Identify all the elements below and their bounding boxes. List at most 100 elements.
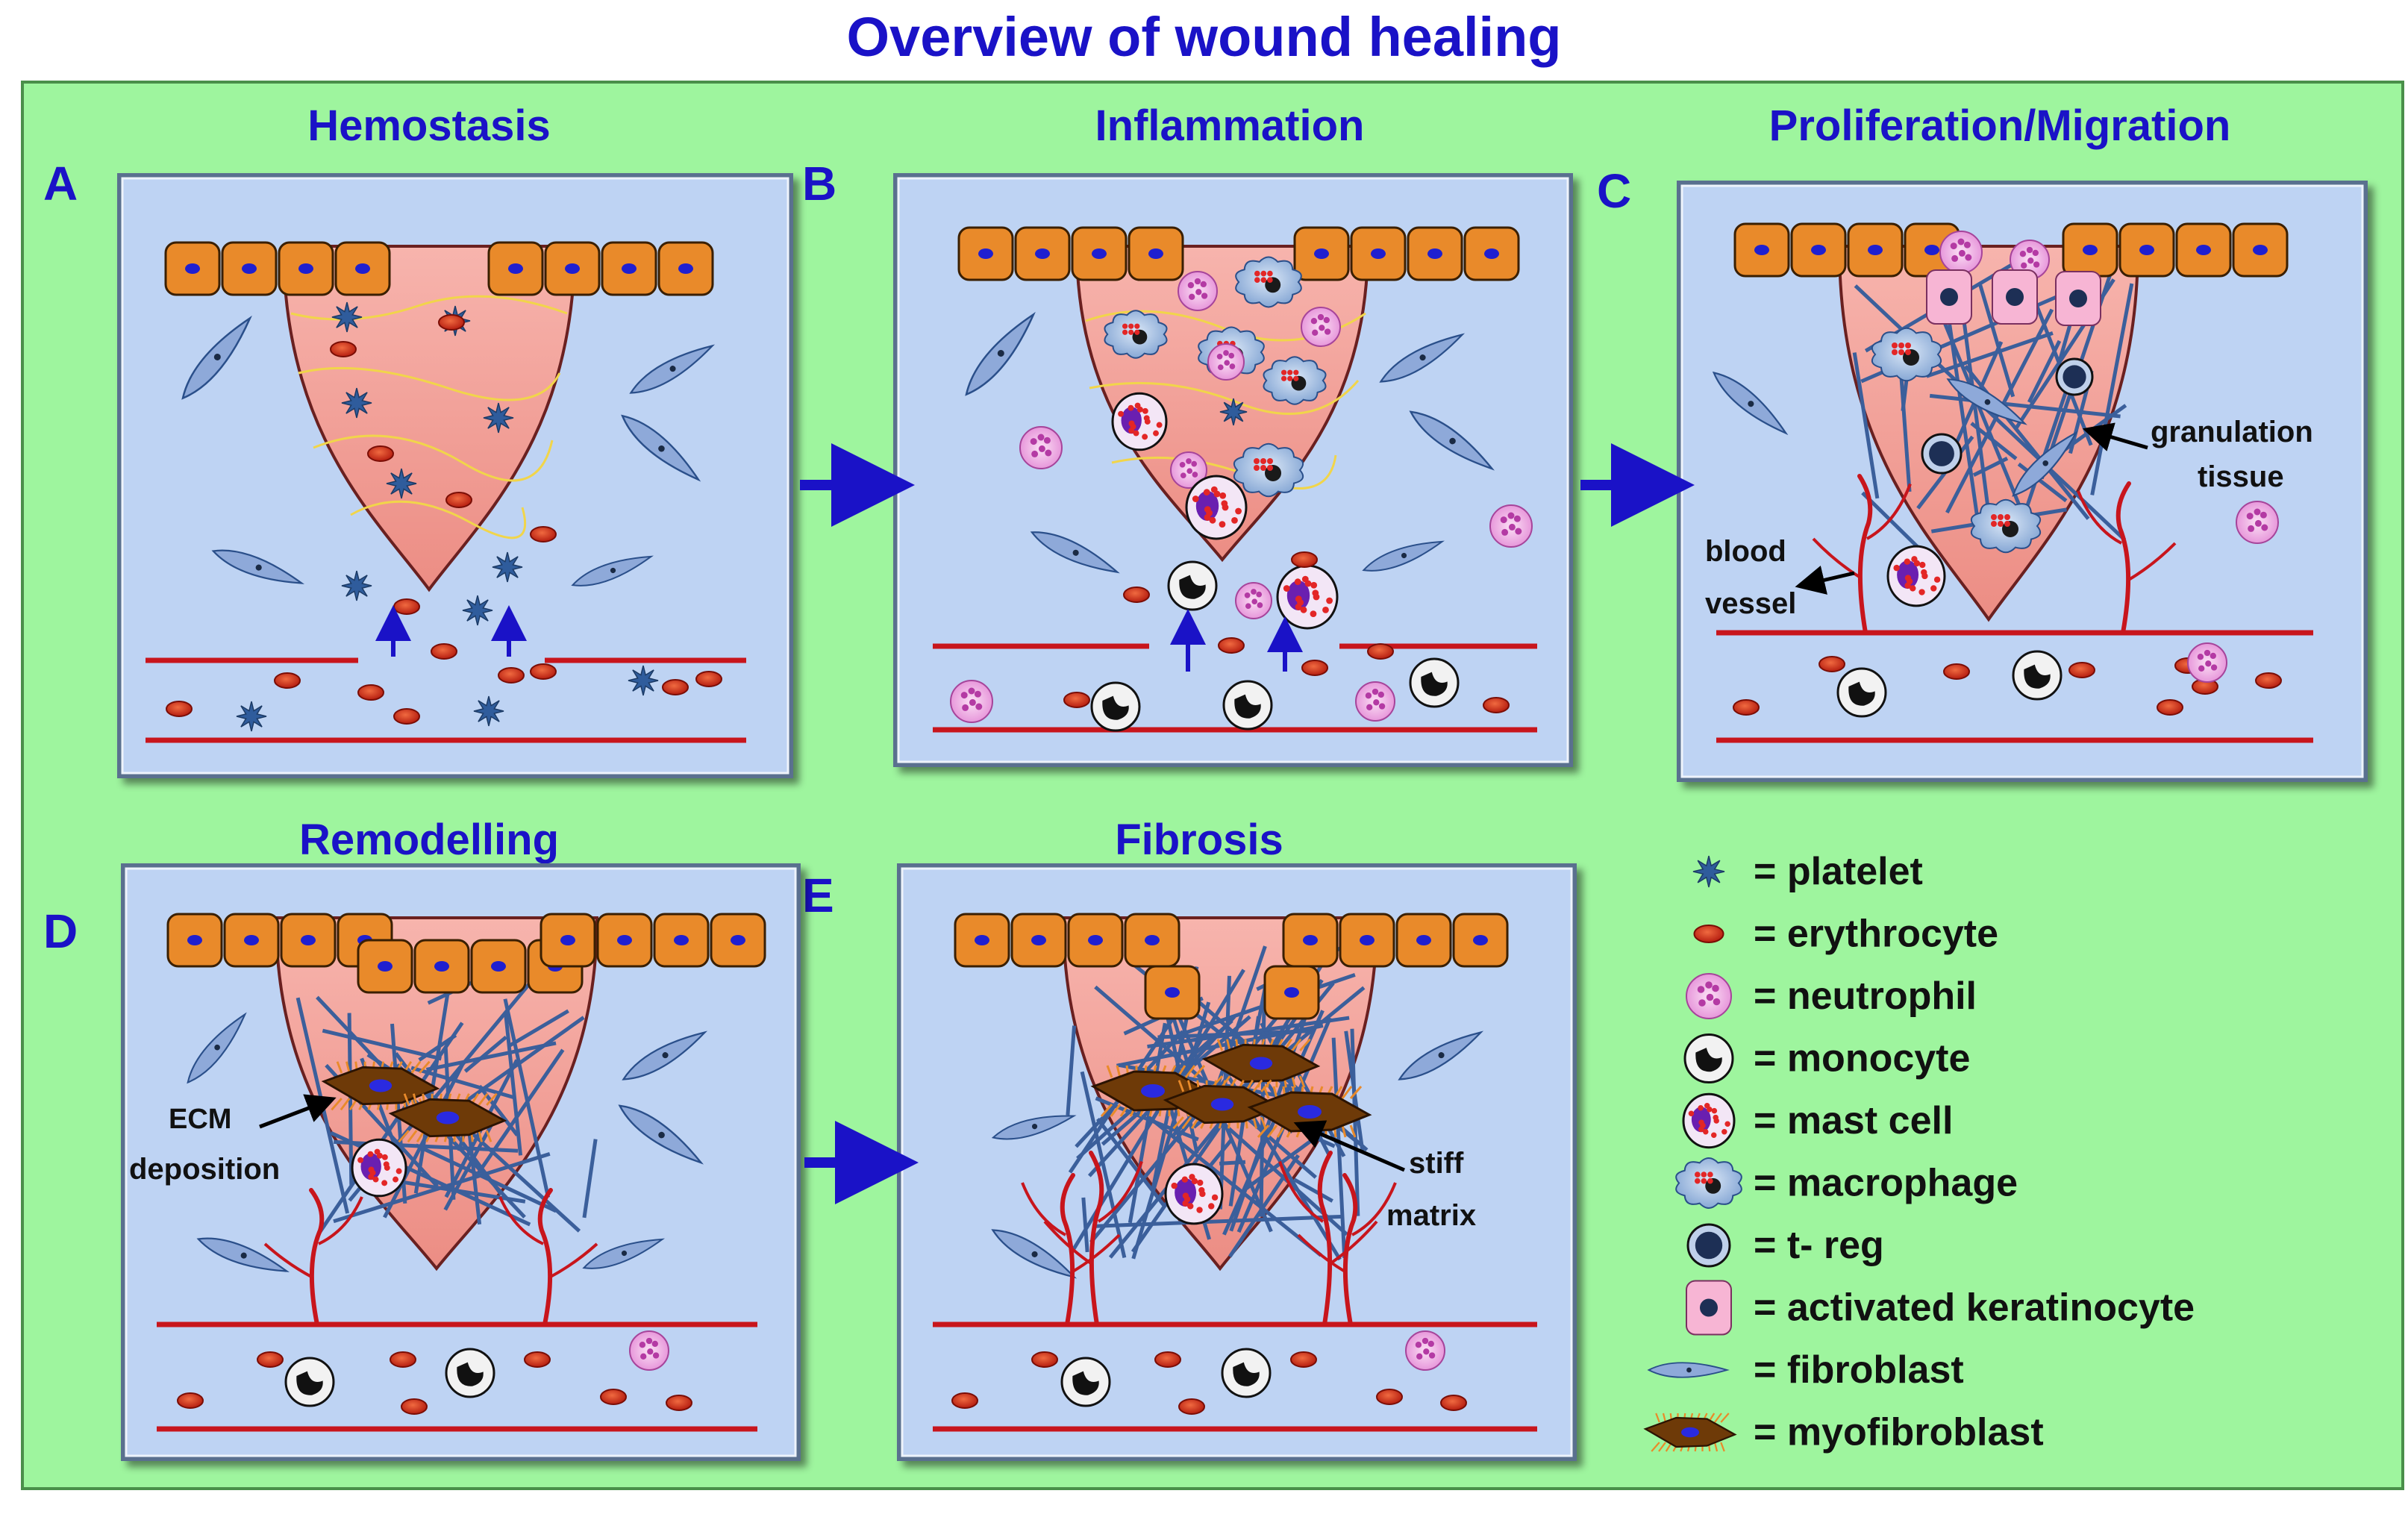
erythrocyte-icon	[1376, 1389, 1403, 1405]
erythrocyte-icon	[1178, 1398, 1205, 1415]
panel-fibrosis	[897, 863, 1577, 1461]
annotation-ecm: ECM	[169, 1104, 231, 1135]
keratinocyte-layer	[1293, 226, 1520, 281]
keratinocyte-nucleus	[978, 248, 993, 259]
myofibroblast-icon	[1163, 1079, 1282, 1130]
panel-letter-d: D	[43, 904, 78, 958]
fibroblast-icon	[1398, 1030, 1484, 1080]
keratinocyte-nucleus	[1088, 935, 1103, 945]
erythrocyte-icon	[530, 526, 557, 542]
fibroblast-icon	[991, 1115, 1077, 1140]
mast-cell-icon	[1276, 564, 1339, 630]
fibrin-strand	[313, 434, 554, 482]
monocyte-icon	[1167, 560, 1218, 611]
neutrophil-icon	[1207, 343, 1245, 381]
keratinocyte-layer	[2062, 222, 2289, 278]
monocyte-icon	[2012, 650, 2063, 701]
keratinocyte-nucleus	[185, 263, 200, 274]
panel-letter-e: E	[802, 869, 834, 922]
platelet-icon	[473, 695, 504, 727]
legend-label: = monocyte	[1754, 1037, 1970, 1080]
panel-bevel	[125, 867, 797, 1457]
platelet-icon	[341, 387, 372, 419]
erythrocyte-icon	[530, 663, 557, 680]
erythrocyte-icon	[666, 1395, 692, 1411]
monocyte-icon	[1221, 1348, 1272, 1398]
erythrocyte-icon	[1031, 1351, 1058, 1368]
legend-item: = fibroblast	[1647, 1348, 1964, 1392]
panel-inflammation	[893, 173, 1573, 767]
blood-vessel-branch	[498, 1188, 598, 1327]
erythrocyte-icon	[393, 598, 420, 615]
panel-remodelling	[121, 863, 801, 1461]
neutrophil-icon	[1355, 681, 1395, 722]
platelet-icon	[341, 570, 372, 601]
erythrocyte-icon	[1218, 637, 1245, 654]
legend-item: = macrophage	[1675, 1157, 2018, 1209]
keratinocyte-nucleus	[678, 263, 693, 274]
fibroblast-icon	[1379, 333, 1466, 383]
keratinocyte-layer	[957, 226, 1184, 281]
mast-cell-icon	[1164, 1163, 1224, 1225]
mast-cell-icon	[351, 1138, 407, 1198]
keratinocyte-nucleus	[1031, 935, 1046, 945]
annotation-vessel: vessel	[1705, 587, 1796, 620]
keratinocyte-nucleus	[301, 935, 316, 945]
heading-remodelling: Remodelling	[299, 816, 559, 864]
keratinocyte-nucleus	[1165, 987, 1180, 998]
keratinocyte-nucleus	[1473, 935, 1488, 945]
fibrin-strand	[298, 366, 561, 401]
legend-item: = erythrocyte	[1693, 913, 1998, 956]
panel-letter-c: C	[1597, 164, 1631, 218]
erythrocyte-icon	[1943, 663, 1970, 680]
keratinocyte-nucleus	[491, 961, 506, 972]
keratinocyte-nucleus	[975, 935, 989, 945]
erythrocyte-icon	[695, 671, 722, 687]
keratinocyte-nucleus	[2253, 245, 2268, 255]
legend-item: = platelet	[1692, 850, 1923, 893]
neutrophil-icon	[950, 680, 993, 723]
neutrophil-icon	[1405, 1330, 1445, 1371]
legend-item: = myofibroblast	[1643, 1411, 2044, 1454]
heading-proliferation: Proliferation/Migration	[1769, 101, 2231, 150]
legend-label: = myofibroblast	[1754, 1411, 2044, 1454]
stiff-pointer	[1293, 1120, 1405, 1172]
legend-item: = mast cell	[1682, 1092, 1953, 1149]
activated-keratinocyte-icon	[1926, 269, 1972, 325]
keratinocyte-nucleus	[434, 961, 449, 972]
mast-cell-icon	[1886, 545, 1946, 607]
annotation-stiff: stiff	[1409, 1147, 1464, 1180]
mast-cell-icon	[1682, 1092, 1736, 1149]
vessel-pointer	[1795, 565, 1855, 595]
erythrocyte-icon	[1063, 692, 1090, 708]
keratinocyte-nucleus	[1314, 248, 1329, 259]
panel-letter-b: B	[802, 157, 836, 210]
panel-letter-a: A	[43, 157, 78, 210]
erythrocyte-icon	[393, 708, 420, 725]
myofibroblast-icon	[388, 1092, 507, 1143]
platelet-icon	[1692, 855, 1725, 888]
activated-keratinocyte-icon	[1686, 1280, 1732, 1336]
fibroblast-icon	[181, 315, 252, 400]
erythrocyte-icon	[951, 1392, 978, 1409]
keratinocyte-nucleus	[1360, 935, 1375, 945]
keratinocyte-nucleus	[1416, 935, 1431, 945]
keratinocyte-nucleus	[622, 263, 637, 274]
fibroblast-icon	[187, 1012, 247, 1084]
panel-bevel	[121, 177, 789, 775]
erythrocyte-icon	[1367, 643, 1394, 660]
legend-label: = t- reg	[1754, 1224, 1884, 1267]
platelet-icon	[628, 665, 659, 696]
erythrocyte-icon	[498, 667, 525, 684]
myofibroblast-icon	[1201, 1038, 1321, 1089]
macrophage-icon	[1235, 256, 1302, 308]
keratinocyte-nucleus	[1484, 248, 1499, 259]
fibroblast-icon	[211, 549, 305, 584]
fibroblast-icon	[1409, 410, 1495, 471]
erythrocyte-icon	[1818, 656, 1845, 672]
erythrocyte-icon	[166, 701, 193, 717]
erythrocyte-icon	[367, 445, 394, 462]
panels-layer	[117, 173, 2368, 1461]
erythrocyte-icon	[177, 1392, 204, 1409]
monocyte-icon	[1222, 680, 1273, 731]
